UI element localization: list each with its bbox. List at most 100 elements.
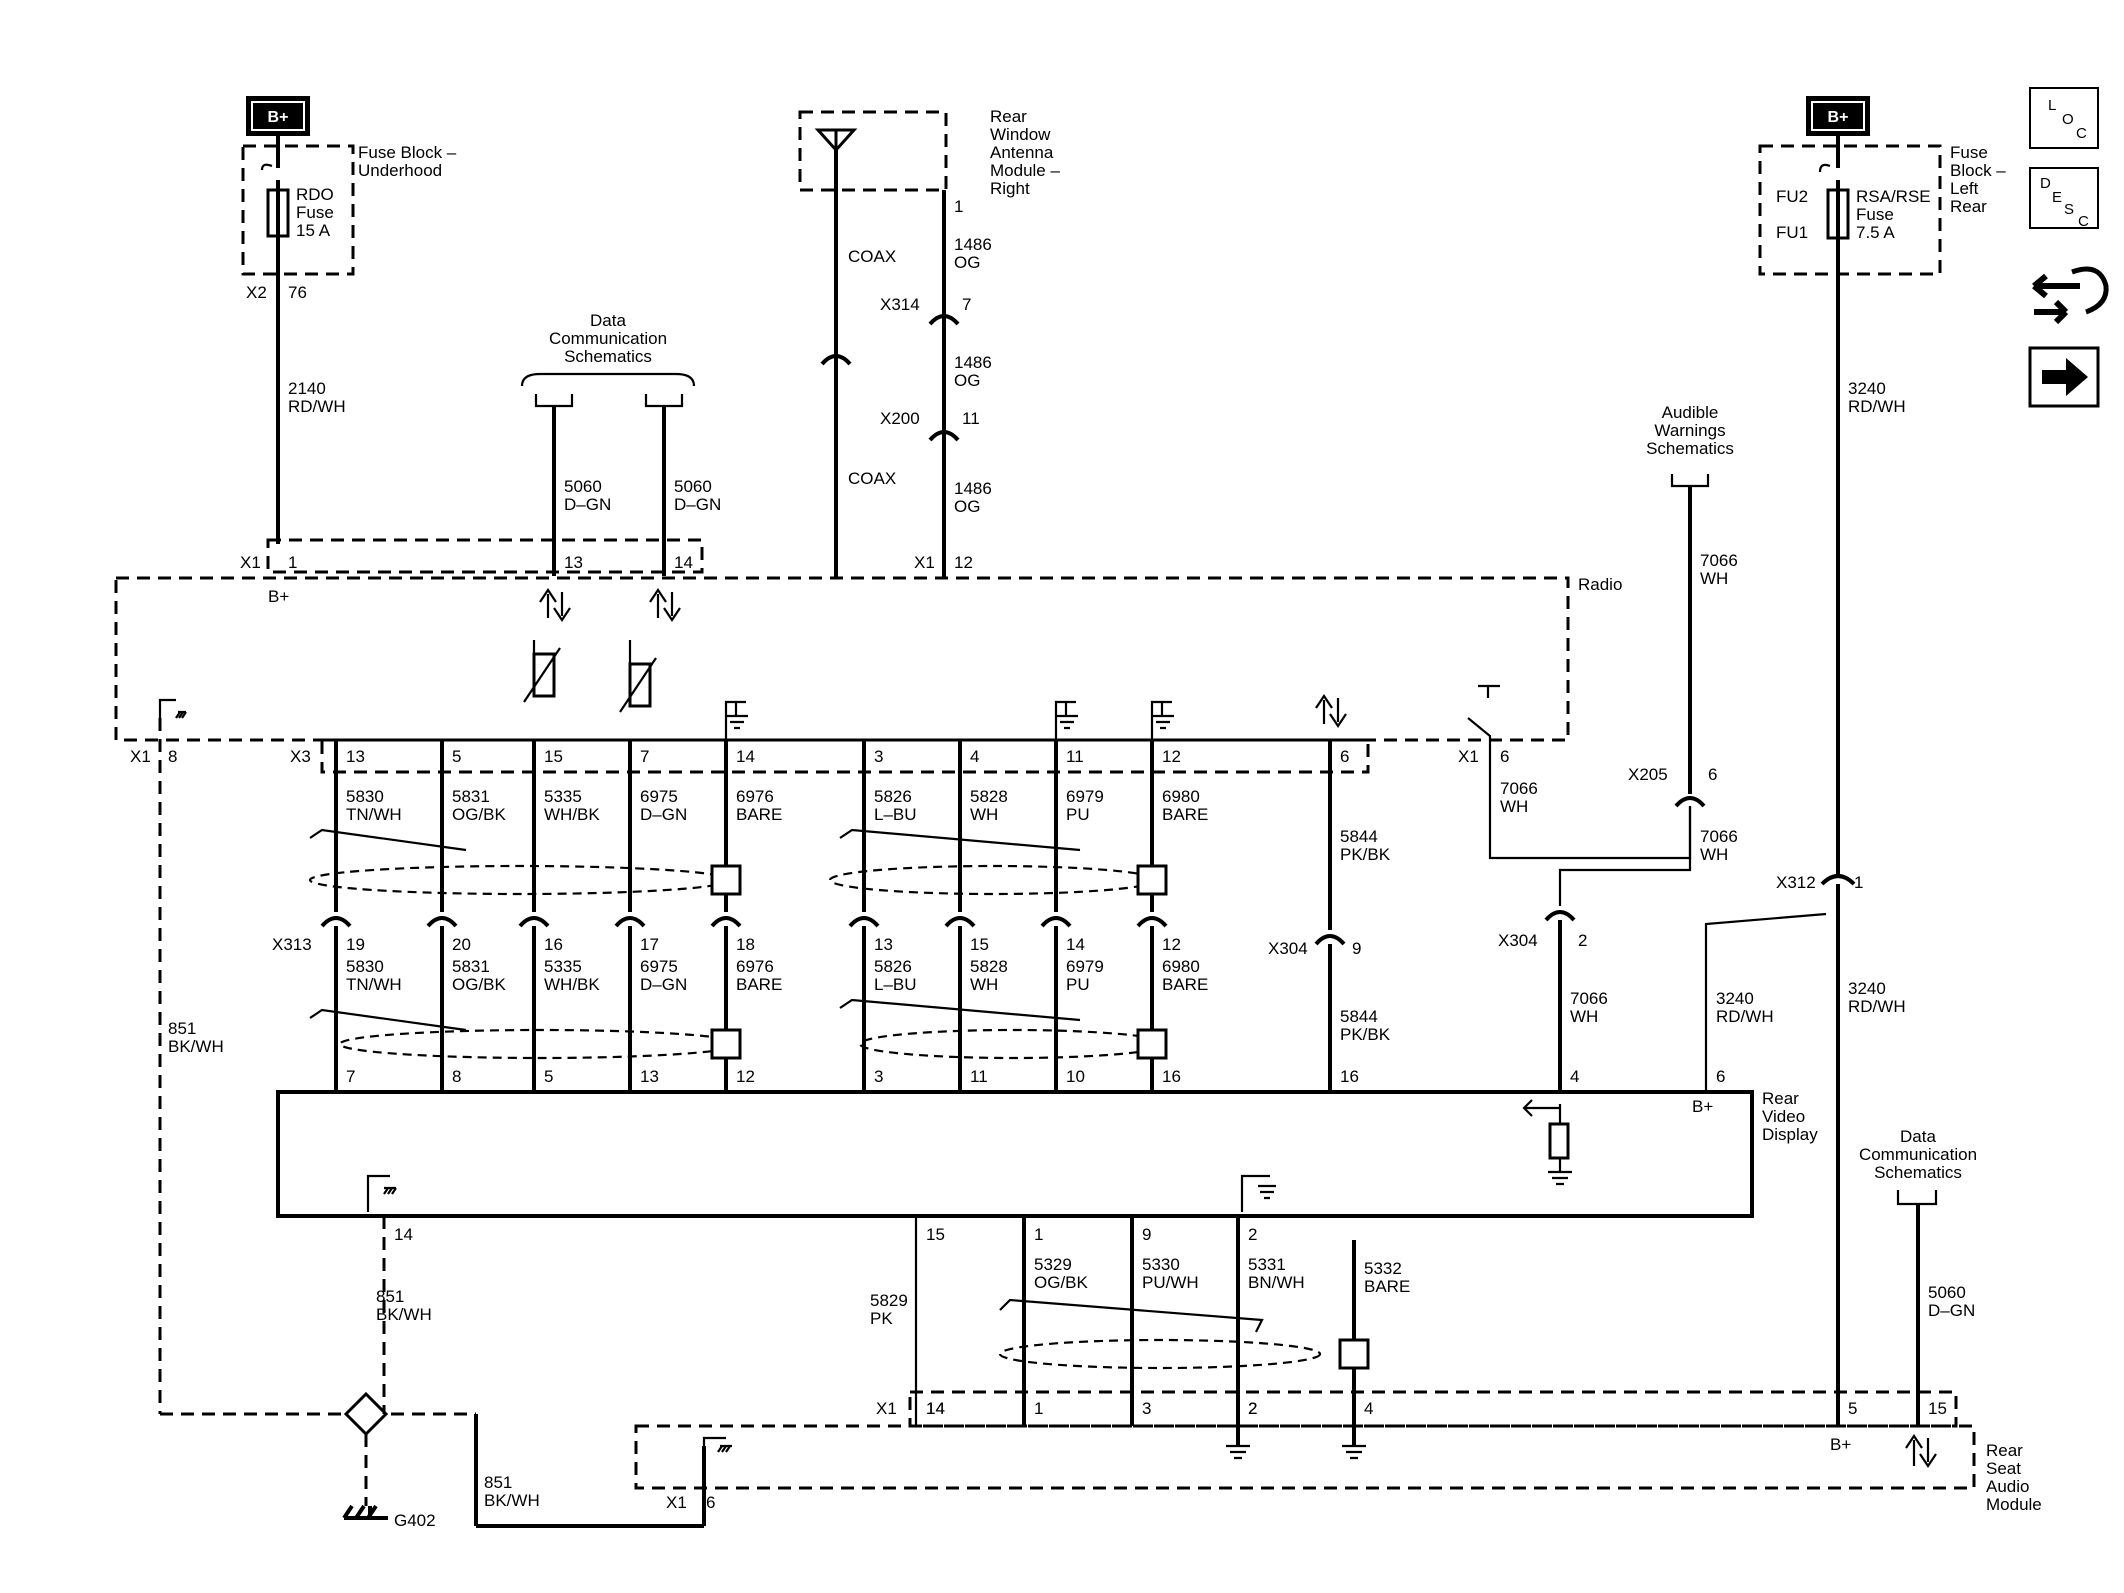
svg-text:Audible: Audible xyxy=(1662,403,1719,422)
svg-text:Data: Data xyxy=(1900,1127,1936,1146)
b-plus-badge-right: B+ xyxy=(1806,96,1870,136)
audible-warnings: Audible Warnings Schematics 7066 WH X205… xyxy=(1488,403,1738,1186)
pin-label: 13 xyxy=(346,747,365,766)
svg-text:6: 6 xyxy=(706,1493,715,1512)
pin-label: 13 xyxy=(874,935,893,954)
svg-text:Rear: Rear xyxy=(1986,1441,2023,1460)
pin-label: 14 xyxy=(926,1399,945,1418)
antenna-icon xyxy=(814,128,858,153)
pin-label: 1 xyxy=(1034,1399,1043,1418)
bidirectional-arrow-icon xyxy=(649,588,681,622)
svg-text:Rear: Rear xyxy=(1950,197,1987,216)
b-plus-badge-left: B+ xyxy=(246,96,310,136)
pin-label: 12 xyxy=(1162,747,1181,766)
wire-color: WH/BK xyxy=(544,975,600,994)
svg-text:5060: 5060 xyxy=(564,477,602,496)
pin-label: 8 xyxy=(452,1067,461,1086)
data-communication-bottom: Data Communication Schematics 5060 D–GN … xyxy=(1859,1127,1977,1426)
wire-color: WH/BK xyxy=(544,805,600,824)
wire-color: BARE xyxy=(1162,805,1208,824)
svg-text:WH: WH xyxy=(1570,1007,1598,1026)
svg-text:FU1: FU1 xyxy=(1776,223,1808,242)
svg-text:1: 1 xyxy=(1854,873,1863,892)
svg-text:7.5 A: 7.5 A xyxy=(1856,223,1895,242)
svg-text:5060: 5060 xyxy=(674,477,712,496)
bidirectional-arrow-icon xyxy=(1315,694,1347,728)
wire-color: PU xyxy=(1066,805,1090,824)
circuit-number: 6979 xyxy=(1066,957,1104,976)
svg-text:OG: OG xyxy=(954,497,980,516)
pin-label: 15 xyxy=(926,1225,945,1244)
circuit-number: 5830 xyxy=(346,957,384,976)
svg-text:7066: 7066 xyxy=(1570,989,1608,1008)
svg-text:Fuse: Fuse xyxy=(296,203,334,222)
pin-label: 7 xyxy=(346,1067,355,1086)
svg-text:X200: X200 xyxy=(880,409,920,428)
svg-text:B+: B+ xyxy=(1692,1097,1713,1116)
pin-label: 14 xyxy=(1066,935,1085,954)
pullup-resistor-icon xyxy=(1522,1099,1562,1124)
svg-text:7066: 7066 xyxy=(1500,779,1538,798)
svg-text:B+: B+ xyxy=(1828,109,1849,126)
desc-button[interactable]: D E S C xyxy=(2029,167,2099,230)
svg-text:Fuse Block –: Fuse Block – xyxy=(358,143,457,162)
wire-color: PU xyxy=(1066,975,1090,994)
svg-text:WH: WH xyxy=(1700,845,1728,864)
circuit-number: 6980 xyxy=(1162,957,1200,976)
circuit-number: 5335 xyxy=(544,957,582,976)
circuit-number: 6975 xyxy=(640,957,678,976)
pin-label: 16 xyxy=(1340,1067,1359,1086)
svg-text:4: 4 xyxy=(1570,1067,1579,1086)
wire-color: D–GN xyxy=(640,975,687,994)
wire-color: D–GN xyxy=(640,805,687,824)
svg-text:RD/WH: RD/WH xyxy=(1848,397,1906,416)
svg-text:Seat: Seat xyxy=(1986,1459,2021,1478)
pin-label: 15 xyxy=(970,935,989,954)
svg-text:X312: X312 xyxy=(1776,873,1816,892)
circuit-number: 5828 xyxy=(970,787,1008,806)
svg-text:5: 5 xyxy=(1848,1399,1857,1418)
pin-label: 15 xyxy=(544,747,563,766)
svg-text:X304: X304 xyxy=(1498,931,1538,950)
svg-text:RD/WH: RD/WH xyxy=(1848,997,1906,1016)
svg-text:Video: Video xyxy=(1762,1107,1805,1126)
wire-color: OG/BK xyxy=(452,975,507,994)
next-arrow-button[interactable] xyxy=(2028,346,2100,408)
circuit-number: 6976 xyxy=(736,787,774,806)
loc-button[interactable]: L O C xyxy=(2029,87,2099,149)
svg-text:B+: B+ xyxy=(268,109,289,126)
wire-color: PK/BK xyxy=(1340,845,1391,864)
circuit-number: 6980 xyxy=(1162,787,1200,806)
svg-text:Warnings: Warnings xyxy=(1654,421,1725,440)
bidirectional-arrow-icon xyxy=(1905,1434,1937,1468)
svg-text:12: 12 xyxy=(954,553,973,572)
pin-label: 5 xyxy=(544,1067,553,1086)
svg-text:851: 851 xyxy=(484,1473,512,1492)
pin-label: 17 xyxy=(640,935,659,954)
svg-text:RDO: RDO xyxy=(296,185,334,204)
svg-text:76: 76 xyxy=(288,283,307,302)
circuit-number: 5330 xyxy=(1142,1255,1180,1274)
circuit-number: 5831 xyxy=(452,787,490,806)
svg-text:Rear: Rear xyxy=(1762,1089,1799,1108)
svg-text:WH: WH xyxy=(1500,797,1528,816)
svg-text:S: S xyxy=(2064,201,2074,218)
rear-window-antenna-module: Rear Window Antenna Module – Right 1 COA… xyxy=(798,107,1060,578)
svg-text:BK/WH: BK/WH xyxy=(484,1491,540,1510)
svg-text:D: D xyxy=(2040,175,2051,192)
svg-text:Fuse: Fuse xyxy=(1856,205,1894,224)
pin-label: 16 xyxy=(544,935,563,954)
svg-text:Underhood: Underhood xyxy=(358,161,442,180)
repair-hand-icon[interactable] xyxy=(2032,266,2109,325)
x304-label: X304 xyxy=(1268,939,1308,958)
radio-x1-6-switch xyxy=(1467,684,1500,760)
wire-color: BARE xyxy=(736,975,782,994)
wire-color: WH xyxy=(970,975,998,994)
wire-color: PK xyxy=(870,1309,893,1328)
svg-text:Communication: Communication xyxy=(1859,1145,1977,1164)
